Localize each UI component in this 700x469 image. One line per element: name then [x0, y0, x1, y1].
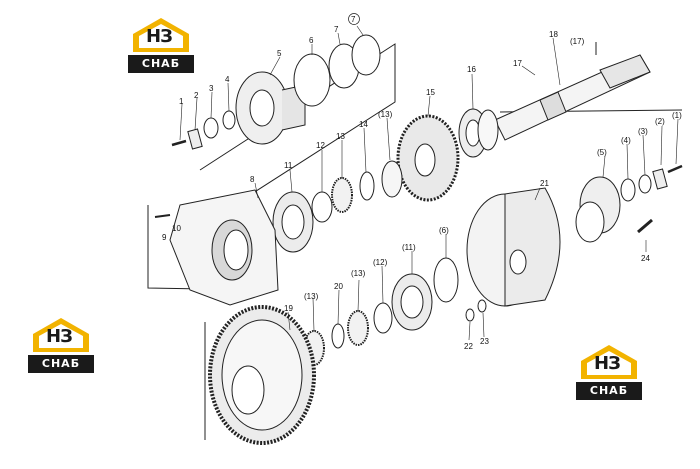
callout-11b: (11) — [402, 243, 416, 252]
callout-4b: (4) — [621, 136, 631, 145]
logo-right: НЗ СНАБ — [576, 344, 642, 402]
callout-24: 24 — [641, 254, 650, 263]
callout-12: 12 — [316, 141, 325, 150]
callout-13: 13 — [336, 132, 345, 141]
bolt-1b — [667, 164, 683, 174]
callout-5b: (5) — [597, 148, 607, 157]
ring-6 — [293, 53, 331, 107]
housing-plate-8 — [169, 189, 279, 306]
callout-4: 4 — [225, 75, 230, 84]
callout-7b: 7 — [351, 15, 356, 24]
house-icon — [133, 18, 189, 52]
logo-brand: СНАБ — [576, 382, 642, 400]
bolt-1 — [171, 139, 187, 147]
ring-4 — [222, 110, 236, 130]
splined-shaft — [494, 42, 651, 141]
gear-15 — [396, 114, 460, 202]
flange-5b — [575, 176, 621, 243]
callout-17: 17 — [513, 59, 522, 68]
needle-bearing-13b — [347, 310, 369, 346]
callout-1: 1 — [179, 97, 184, 106]
logo-code: НЗ — [46, 326, 73, 347]
callout-6b: (6) — [439, 226, 449, 235]
bolt-9 — [154, 214, 171, 218]
bearing-16 — [458, 108, 499, 158]
callout-18: 18 — [549, 30, 558, 39]
logo-brand: СНАБ — [28, 355, 94, 373]
logo-code: НЗ — [594, 353, 621, 374]
callout-8: 8 — [250, 175, 255, 184]
callout-13c: (13) — [351, 269, 366, 278]
callout-12b: (12) — [373, 258, 388, 267]
callout-19: 19 — [284, 304, 293, 313]
callout-22: 22 — [464, 342, 473, 351]
callout-13b: (13) — [378, 110, 393, 119]
callout-5: 5 — [277, 49, 282, 58]
plate-2b — [652, 168, 668, 190]
ring-20 — [331, 323, 345, 349]
callout-3b: (3) — [638, 127, 648, 136]
ring-12 — [311, 191, 333, 223]
callout-21: 21 — [540, 179, 549, 188]
callout-15: 15 — [426, 88, 435, 97]
callout-2b: (2) — [655, 117, 665, 126]
logo-left: НЗ СНАБ — [28, 317, 94, 375]
bolt-24 — [637, 218, 653, 234]
callout-23: 23 — [480, 337, 489, 346]
ring-12b — [373, 302, 393, 334]
ring-14 — [359, 171, 375, 201]
callout-11: 11 — [284, 161, 293, 170]
callout-9: 9 — [162, 233, 167, 242]
washer-3b — [638, 174, 652, 194]
callout-3: 3 — [209, 84, 214, 93]
callout-2: 2 — [194, 91, 199, 100]
logo-top-left: НЗ СНАБ — [128, 17, 194, 75]
ring-7b — [351, 34, 381, 76]
callout-6: 6 — [309, 36, 314, 45]
plate-2 — [187, 128, 203, 150]
clutch-drum-21 — [466, 187, 561, 307]
logo-code: НЗ — [146, 26, 173, 47]
bearing-11 — [272, 191, 314, 253]
bearing-13-upper — [381, 160, 403, 198]
gear-19 — [208, 305, 316, 445]
house-icon — [581, 345, 637, 379]
callout-10: 10 — [172, 224, 181, 233]
logo-brand: СНАБ — [128, 55, 194, 73]
house-icon — [33, 318, 89, 352]
washer-23 — [477, 299, 487, 313]
nut-22 — [465, 308, 475, 322]
callout-14: 14 — [359, 120, 368, 129]
callout-16: 16 — [467, 65, 476, 74]
ring-6b — [433, 257, 459, 303]
callout-13d: (13) — [304, 292, 319, 301]
washer-3 — [203, 117, 219, 139]
callout-7: 7 — [334, 25, 339, 34]
callout-17b: (17) — [570, 37, 585, 46]
ring-4b — [620, 178, 636, 202]
flange-5 — [235, 71, 306, 145]
needle-bearing-13 — [331, 177, 353, 213]
callout-20: 20 — [334, 282, 343, 291]
callout-1b: (1) — [672, 111, 682, 120]
